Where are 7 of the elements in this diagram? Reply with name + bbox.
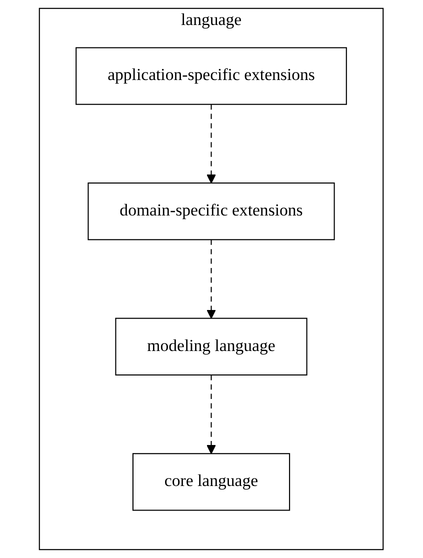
node-box: domain-specific extensions	[88, 182, 336, 240]
arrow	[206, 374, 216, 454]
node-box: modeling language	[115, 318, 308, 376]
node-box: application-specific extensions	[76, 47, 348, 105]
node-box: core language	[132, 453, 290, 511]
arrow	[206, 104, 216, 184]
arrow	[206, 240, 216, 319]
